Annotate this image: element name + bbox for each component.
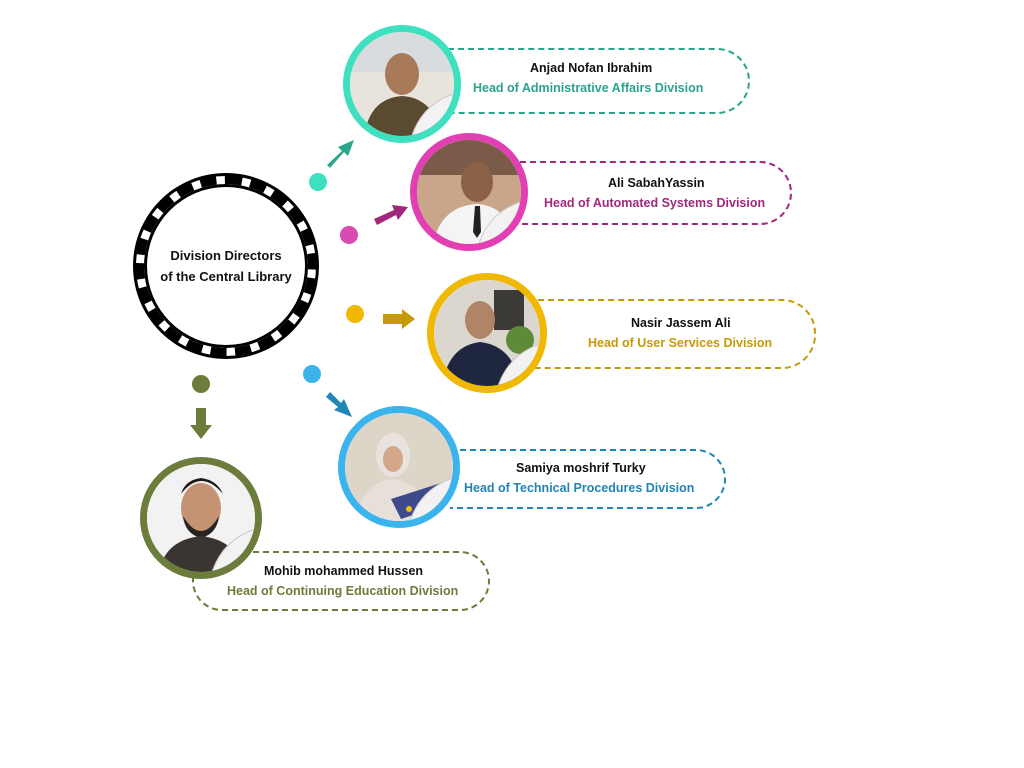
arrow-icon-administrative bbox=[327, 140, 354, 168]
arrow-icon-continuing bbox=[190, 408, 212, 439]
arrow-icon-user-services bbox=[383, 309, 415, 329]
director-name: Mohib mohammed Hussen bbox=[264, 564, 424, 578]
person-photo-icon bbox=[338, 406, 460, 528]
director-role: Head of Technical Procedures Division bbox=[464, 481, 695, 495]
director-role: Head of Continuing Education Division bbox=[227, 584, 459, 598]
person-photo-icon bbox=[410, 133, 528, 251]
director-card-automated: Ali SabahYassin Head of Automated System… bbox=[510, 161, 792, 225]
director-card-technical: Samiya moshrif Turky Head of Technical P… bbox=[450, 449, 726, 509]
connector-dot-user-services bbox=[346, 305, 364, 323]
director-role: Head of User Services Division bbox=[588, 336, 773, 350]
director-name: Ali SabahYassin bbox=[608, 176, 705, 190]
director-name: Samiya moshrif Turky bbox=[516, 461, 646, 475]
connector-dot-automated bbox=[340, 226, 358, 244]
arrow-icon-automated bbox=[374, 205, 408, 225]
director-card-user-services: Nasir Jassem Ali Head of User Services D… bbox=[528, 299, 816, 369]
person-photo-icon bbox=[427, 273, 547, 393]
director-name: Nasir Jassem Ali bbox=[631, 316, 731, 330]
director-role: Head of Automated Systems Division bbox=[544, 196, 766, 210]
person-photo-icon bbox=[140, 457, 262, 579]
connector-dot-technical bbox=[303, 365, 321, 383]
arrow-icon-technical bbox=[326, 392, 352, 417]
connector-dot-continuing bbox=[192, 375, 210, 393]
center-node: Division Directors of the Central Librar… bbox=[136, 176, 316, 356]
center-title-line2: of the Central Library bbox=[160, 269, 292, 284]
person-photo-icon bbox=[343, 25, 461, 143]
director-role: Head of Administrative Affairs Division bbox=[473, 81, 704, 95]
center-title-line1: Division Directors bbox=[170, 248, 282, 263]
connector-dot-administrative bbox=[309, 173, 327, 191]
director-name: Anjad Nofan Ibrahim bbox=[530, 61, 653, 75]
director-card-administrative: Anjad Nofan Ibrahim Head of Administrati… bbox=[438, 48, 750, 114]
